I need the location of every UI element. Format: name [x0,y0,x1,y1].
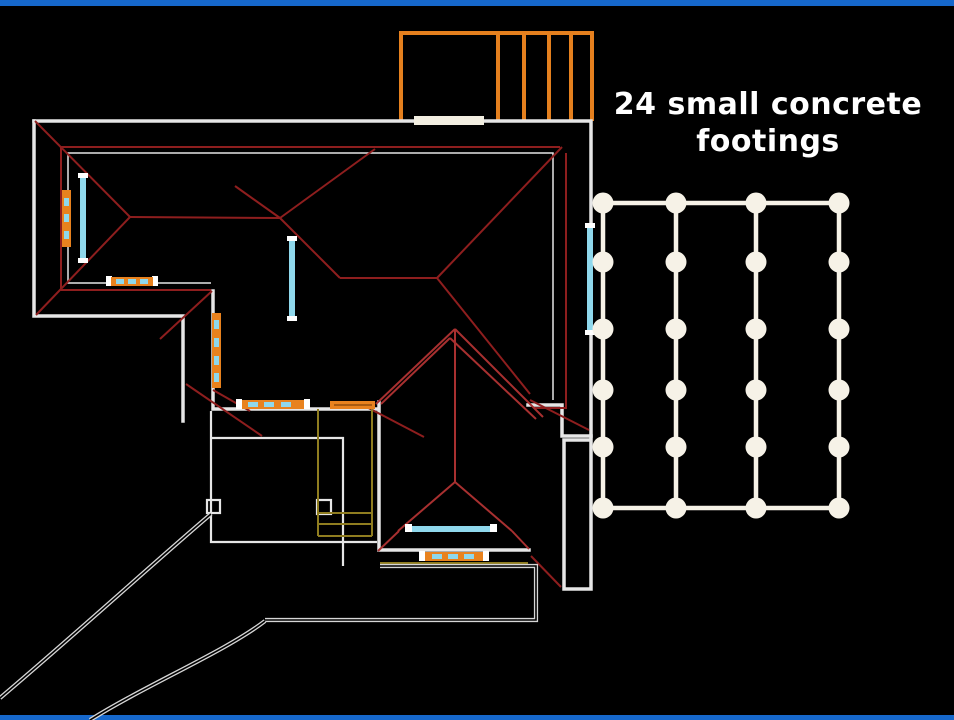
window-left-wing-south [106,276,158,286]
slide-border-top [0,0,954,6]
concrete-footing-dot [665,436,687,458]
concrete-footing-dot [592,436,614,458]
title-line-1: 24 small concrete [613,87,923,122]
concrete-footing-dot [592,192,614,214]
garage-structure [205,411,377,566]
slide-border-bottom [0,715,954,720]
pergola [399,31,594,121]
footings-grid [592,192,850,519]
concrete-footing-dot [745,436,767,458]
house-outer-walls [32,119,593,591]
concrete-footing-dot [828,192,850,214]
concrete-footing-dot [828,379,850,401]
concrete-footing-dot [665,497,687,519]
house-inner-lines [67,152,554,400]
concrete-footing-dot [592,379,614,401]
concrete-footing-dot [745,379,767,401]
porch-post-right [315,498,333,516]
concrete-footing-dot [592,251,614,273]
title-line-2: footings [696,124,840,159]
garage-details [317,409,528,564]
page-title: 24 small concrete footings [598,86,938,160]
concrete-footing-dot [665,192,687,214]
gable-roof-lines [375,328,544,552]
window-gable-south [419,551,489,561]
concrete-footing-dot [592,318,614,340]
window-right-wall [585,223,595,335]
window-courtyard-vertical [287,236,297,321]
patio-walkway [265,563,539,623]
window-gable-interior [405,524,497,532]
concrete-footing-dot [665,379,687,401]
window-left-wall [62,173,88,263]
driveway [0,512,267,720]
entry-landing [414,116,484,125]
concrete-footing-dot [828,251,850,273]
roof-lines [34,120,590,588]
concrete-footing-dot [665,318,687,340]
concrete-footing-dot [745,318,767,340]
window-south-wall-b [330,401,375,409]
windows [62,173,595,561]
concrete-footing-dot [828,436,850,458]
concrete-footing-dot [665,251,687,273]
concrete-footing-dot [828,497,850,519]
concrete-footing-dot [745,497,767,519]
concrete-footing-dot [745,251,767,273]
concrete-footing-dot [828,318,850,340]
concrete-footing-dot [592,497,614,519]
concrete-footing-dot [745,192,767,214]
window-south-wall-a [236,399,310,409]
window-courtyard-west-wall [212,313,221,388]
porch-post-left [205,498,222,515]
